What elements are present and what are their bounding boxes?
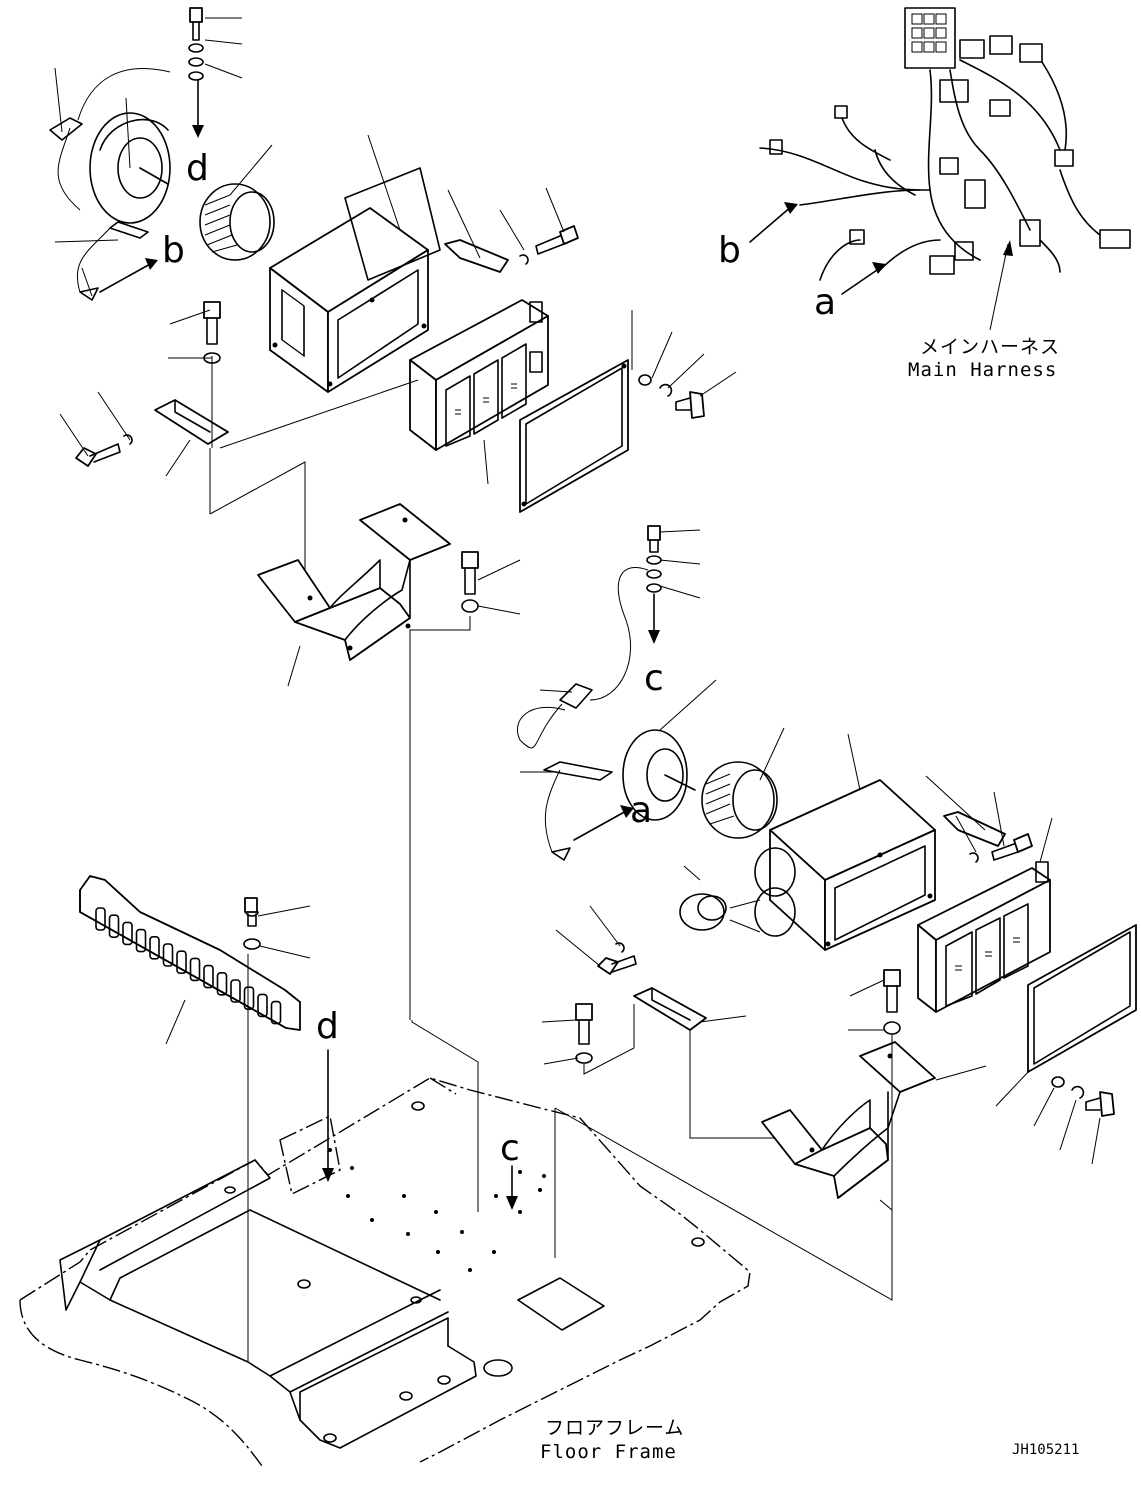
grille-slot (108, 914, 120, 939)
arrow-label-a-top: a (814, 282, 836, 323)
drawing-code: JH105211 (1012, 1442, 1079, 1458)
frame-hole (518, 1210, 522, 1214)
frame-hole (434, 1210, 438, 1214)
cover-plate (519, 359, 629, 513)
grille-slot (95, 907, 106, 931)
frame-hole (542, 1174, 546, 1178)
grille-slot (122, 921, 133, 946)
frame-hole (350, 1166, 354, 1170)
grille-slot (270, 1000, 282, 1025)
main-harness-label-en: Main Harness (908, 359, 1057, 381)
resistor (49, 117, 83, 141)
arrow-label-b-left: b (162, 230, 185, 271)
floor-frame-label-jp: フロアフレーム (545, 1417, 684, 1439)
grille-slot (162, 943, 174, 967)
grille-slot (149, 935, 160, 960)
arrow-label-b-right: b (718, 230, 741, 271)
arrow-label-d-bottom: d (316, 1006, 339, 1047)
grille-panel (79, 875, 311, 1362)
arrow-label-c-mid: c (644, 658, 664, 699)
grille-slot (257, 993, 268, 1018)
grille-slot (243, 986, 255, 1011)
grille-slot (135, 928, 147, 953)
label-sheet (344, 167, 441, 281)
grille-slot (230, 979, 241, 1003)
main-harness-label-jp: メインハーネス (920, 336, 1060, 358)
grille-slot (189, 957, 201, 982)
small-bracket (444, 239, 509, 273)
frame-hole (402, 1194, 406, 1198)
heater-core (409, 299, 549, 451)
fan-wheel (199, 183, 275, 261)
arrow-label-c-bottom: c (500, 1128, 520, 1169)
bolts (75, 7, 705, 467)
floor-frame (19, 1034, 893, 1467)
arrow-label-a-mid: a (630, 790, 652, 831)
frame-hole (538, 1188, 542, 1192)
frame-hole (406, 1232, 410, 1236)
frame-hole (518, 1170, 522, 1174)
frame-hole (436, 1250, 440, 1254)
frame-hole (468, 1268, 472, 1272)
grille-slot (203, 964, 214, 989)
floor-frame-label-en: Floor Frame (540, 1441, 677, 1463)
upper-heater-assembly (49, 7, 737, 588)
grille-slot (176, 950, 187, 975)
sensor (109, 221, 149, 239)
frame-hole (492, 1250, 496, 1254)
upper-support-bracket (257, 503, 521, 1020)
arrow-label-d-top: d (186, 148, 209, 189)
blower-motor (89, 112, 171, 224)
frame-hole (494, 1194, 498, 1198)
lower-heater-assembly (411, 525, 1137, 1300)
frame-hole (346, 1194, 350, 1198)
heater-box (269, 207, 429, 393)
frame-hole (370, 1218, 374, 1222)
frame-hole (460, 1230, 464, 1234)
grille-slot (216, 971, 228, 996)
frame-hole (328, 1148, 332, 1152)
main-harness (759, 7, 1131, 281)
